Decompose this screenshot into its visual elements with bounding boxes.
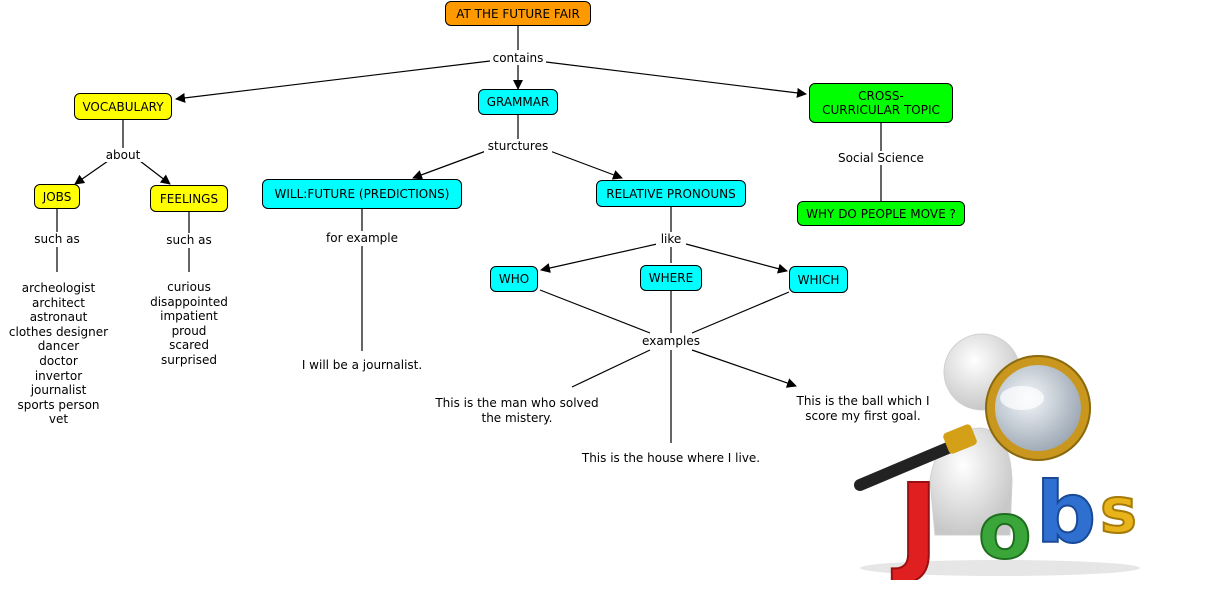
link-label-such-as-jobs: such as (30, 232, 84, 246)
jobs-list: archeologist architect astronaut clothes… (0, 281, 117, 427)
list-item: impatient (160, 309, 218, 324)
list-item: disappointed (150, 294, 228, 309)
who-example-line: This is the man who solved (435, 396, 599, 410)
link-label-for-example: for example (322, 231, 402, 245)
list-item: dancer (37, 339, 80, 354)
link-label-structures: sturctures (484, 139, 552, 153)
link-label-social-science: Social Science (834, 151, 928, 165)
list-item: doctor (39, 353, 78, 368)
list-item: astronaut (29, 310, 88, 325)
link-label-examples: examples (638, 334, 704, 348)
list-item: sports person (17, 397, 100, 412)
list-item: vet (48, 412, 69, 427)
root-node[interactable]: AT THE FUTURE FAIR (445, 1, 591, 26)
feelings-list: curious disappointed impatient proud sca… (144, 280, 234, 368)
list-item: invertor (34, 368, 83, 383)
node-will-future[interactable]: WILL:FUTURE (PREDICTIONS) (262, 179, 462, 209)
node-who[interactable]: WHO (490, 266, 538, 292)
node-grammar[interactable]: GRAMMAR (478, 89, 558, 115)
link-label-like: like (656, 232, 686, 246)
list-item: surprised (161, 352, 217, 367)
list-item: clothes designer (8, 324, 109, 339)
svg-text:b: b (1036, 464, 1096, 562)
link-label-contains: contains (490, 51, 546, 65)
will-example-text: I will be a journalist. (301, 358, 423, 372)
which-example-line: This is the ball which I (796, 394, 930, 408)
node-feelings[interactable]: FEELINGS (150, 185, 228, 212)
list-item: journalist (30, 383, 87, 398)
list-item: curious (167, 280, 211, 294)
jobs-illustration: J o b s (854, 333, 1140, 580)
jobs-logo: J o b s (890, 459, 1138, 580)
svg-text:s: s (1100, 474, 1137, 547)
node-vocabulary[interactable]: VOCABULARY (74, 93, 172, 120)
node-why-people-move[interactable]: WHY DO PEOPLE MOVE ? (797, 201, 965, 226)
list-item: architect (32, 295, 85, 310)
list-item: proud (171, 323, 207, 338)
where-example-text: This is the house where I live. (581, 451, 761, 465)
who-example-text: This is the man who solved the mistery. (432, 396, 602, 425)
shadow (860, 560, 1140, 576)
which-example-line: score my first goal. (805, 408, 921, 423)
list-item: scared (169, 338, 209, 353)
svg-text:o: o (978, 487, 1032, 577)
magnifying-glass-icon (854, 355, 1091, 491)
node-cross-curricular[interactable]: CROSS-CURRICULAR TOPIC (809, 83, 953, 123)
node-relative-pronouns[interactable]: RELATIVE PRONOUNS (596, 180, 746, 207)
who-example-line: the mistery. (481, 410, 553, 425)
node-where[interactable]: WHERE (640, 265, 702, 291)
list-item: archeologist (21, 281, 96, 295)
node-which[interactable]: WHICH (789, 266, 848, 293)
which-example-text: This is the ball which I score my first … (792, 394, 934, 423)
node-jobs[interactable]: JOBS (34, 184, 80, 209)
link-label-about: about (103, 148, 143, 162)
link-label-such-as-feelings: such as (162, 233, 216, 247)
svg-text:J: J (891, 460, 939, 580)
